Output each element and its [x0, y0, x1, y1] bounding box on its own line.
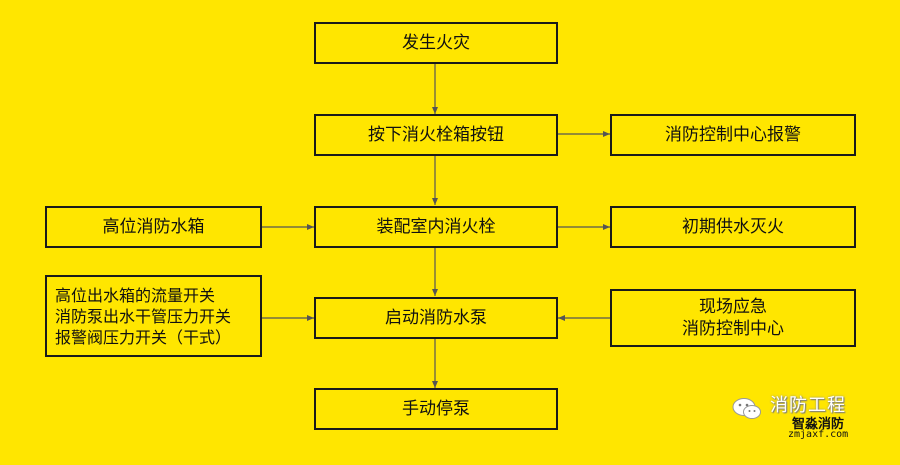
- node-high-tank-label: 高位消防水箱: [102, 217, 205, 237]
- node-indoor-hydrant-label: 装配室内消火栓: [376, 217, 496, 237]
- node-switches-line-3: 报警阀压力开关（干式）: [55, 327, 232, 347]
- watermark-brand: 消防工程: [770, 395, 846, 416]
- node-switches-line-2: 消防泵出水干管压力开关: [55, 306, 232, 326]
- node-high-tank: 高位消防水箱: [45, 206, 262, 248]
- watermark-name: 智淼消防: [792, 417, 845, 432]
- node-fire: 发生火灾: [314, 22, 558, 64]
- watermark-badge: 智淼消防 zmjaxf.com: [780, 413, 858, 443]
- node-control-center-alarm: 消防控制中心报警: [610, 114, 856, 156]
- node-stop-pump: 手动停泵: [314, 388, 558, 430]
- node-onsite: 现场应急 消防控制中心: [610, 289, 856, 347]
- node-onsite-line-1: 现场应急: [699, 297, 767, 317]
- node-start-pump: 启动消防水泵: [314, 297, 558, 339]
- node-indoor-hydrant: 装配室内消火栓: [314, 206, 558, 248]
- node-initial-supply: 初期供水灭火: [610, 206, 856, 248]
- node-initial-supply-label: 初期供水灭火: [682, 217, 784, 237]
- node-start-pump-label: 启动消防水泵: [385, 308, 487, 328]
- wechat-icon: [732, 398, 761, 419]
- node-press-button-label: 按下消火栓箱按钮: [368, 125, 504, 145]
- watermark: 消防工程 智淼消防 zmjaxf.com: [732, 387, 882, 447]
- node-fire-label: 发生火灾: [402, 33, 470, 53]
- node-switches: 高位出水箱的流量开关 消防泵出水干管压力开关 报警阀压力开关（干式）: [45, 275, 262, 357]
- watermark-url: zmjaxf.com: [788, 429, 849, 440]
- node-stop-pump-label: 手动停泵: [402, 399, 470, 419]
- node-press-button: 按下消火栓箱按钮: [314, 114, 558, 156]
- node-control-center-alarm-label: 消防控制中心报警: [665, 125, 801, 145]
- node-onsite-line-2: 消防控制中心: [682, 319, 784, 339]
- node-switches-line-1: 高位出水箱的流量开关: [55, 285, 216, 305]
